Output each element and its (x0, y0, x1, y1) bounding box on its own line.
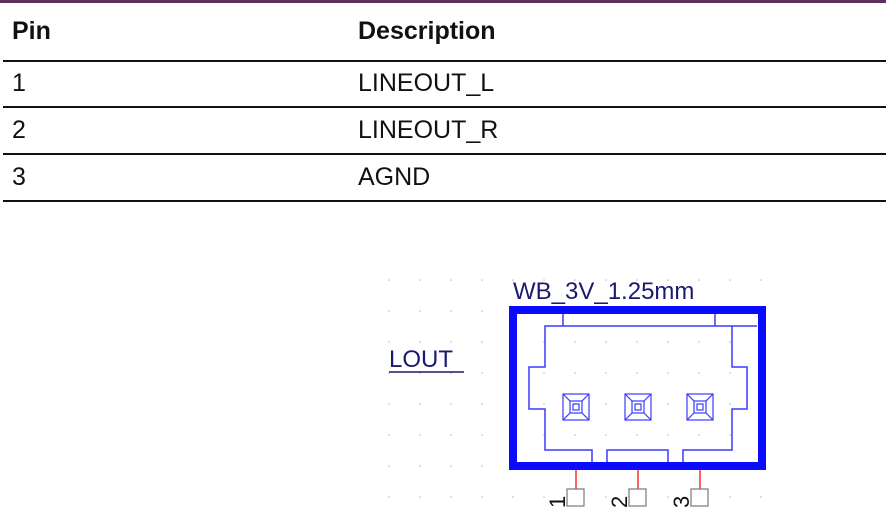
grid-dot (512, 279, 514, 281)
row-2-description: LINEOUT_R (358, 116, 499, 144)
grid-dot (512, 496, 514, 498)
grid-dot (605, 372, 607, 374)
grid-dot (450, 496, 452, 498)
grid-dot (419, 434, 421, 436)
grid-dot (481, 496, 483, 498)
grid-dot (419, 341, 421, 343)
grid-dot (760, 496, 762, 498)
row-1-pin: 1 (12, 69, 26, 97)
grid-dot (419, 403, 421, 405)
grid-dot (481, 310, 483, 312)
row-3-description: AGND (358, 163, 431, 191)
grid-dot (667, 496, 669, 498)
grid-dot (543, 372, 545, 374)
grid-dot (543, 496, 545, 498)
divider (3, 106, 886, 108)
grid-dot (636, 341, 638, 343)
grid-dot (419, 279, 421, 281)
grid-dot (419, 496, 421, 498)
grid-dot (729, 341, 731, 343)
grid-dot (481, 341, 483, 343)
grid-dot (698, 341, 700, 343)
row-2-pin: 2 (12, 116, 26, 144)
grid-dot (388, 434, 390, 436)
grid-dot (698, 372, 700, 374)
connector-body (509, 306, 766, 470)
pads (562, 393, 714, 421)
grid-dot (605, 496, 607, 498)
grid-dot (729, 434, 731, 436)
grid-dot (543, 403, 545, 405)
grid-dot (698, 434, 700, 436)
grid-dot (605, 403, 607, 405)
grid-dot (450, 279, 452, 281)
grid-dot (450, 310, 452, 312)
pin-number: 2 (607, 496, 632, 508)
grid-dot (636, 434, 638, 436)
grid-dot (419, 465, 421, 467)
pin-number: 1 (545, 496, 570, 508)
pad-2 (624, 393, 652, 421)
grid-dot (760, 279, 762, 281)
row-3-pin: 3 (12, 163, 26, 191)
grid-dot (605, 341, 607, 343)
connector-outline (528, 314, 757, 462)
pin-1: 1 (545, 470, 585, 508)
grid-dot (450, 341, 452, 343)
top-border (0, 0, 886, 3)
grid-dot (667, 434, 669, 436)
grid-dot (481, 465, 483, 467)
grid-dot (388, 403, 390, 405)
grid-dot (543, 279, 545, 281)
grid-dot (574, 372, 576, 374)
pad-3 (686, 393, 714, 421)
grid-dot (729, 279, 731, 281)
pin-2: 2 (607, 470, 647, 508)
grid-dot (481, 372, 483, 374)
grid-dot (388, 496, 390, 498)
grid-dot (698, 279, 700, 281)
grid-dot (729, 403, 731, 405)
grid-dot (450, 434, 452, 436)
pad-1 (562, 393, 590, 421)
grid-dot (481, 434, 483, 436)
grid-dot (667, 403, 669, 405)
grid-dot (481, 403, 483, 405)
grid-dot (388, 279, 390, 281)
divider (3, 153, 886, 155)
grid-dot (667, 279, 669, 281)
grid-dot (574, 279, 576, 281)
grid-dot (605, 279, 607, 281)
grid-dot (605, 434, 607, 436)
pin-3: 3 (669, 470, 709, 508)
grid-dot (636, 372, 638, 374)
grid-dot (667, 341, 669, 343)
grid-dot (667, 372, 669, 374)
grid-dot (450, 465, 452, 467)
pins: 1 2 3 (545, 470, 709, 508)
grid-dot (388, 341, 390, 343)
grid-dot (450, 403, 452, 405)
grid-dot (388, 310, 390, 312)
header-pin: Pin (12, 17, 51, 45)
net-label: LOUT (389, 346, 453, 373)
grid-dot (574, 341, 576, 343)
grid-dot (574, 434, 576, 436)
row-1-description: LINEOUT_L (358, 69, 495, 97)
divider (3, 60, 886, 62)
grid-dot (481, 279, 483, 281)
grid-dot (388, 465, 390, 467)
divider (3, 200, 886, 202)
pin-number: 3 (669, 496, 694, 508)
grid-dot (729, 372, 731, 374)
header-description: Description (358, 17, 496, 45)
grid-dot (636, 279, 638, 281)
part-name: WB_3V_1.25mm (513, 278, 694, 305)
grid-dot (729, 496, 731, 498)
grid-dot (419, 310, 421, 312)
